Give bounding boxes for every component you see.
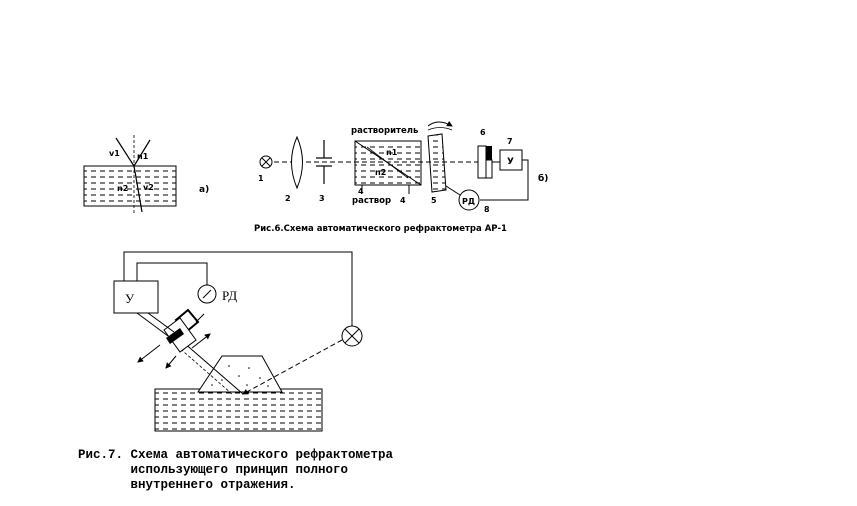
fig7-lamp-icon <box>341 325 363 347</box>
fig6b-refractometer-scheme: растворитель n1 n2 раствор У РД б) 1 2 <box>258 120 548 214</box>
fig7-caption-line: использующего принцип полного <box>78 463 349 477</box>
fig6a-label-v2: v2 <box>143 183 154 192</box>
fig6b-num-5: 5 <box>431 196 437 205</box>
fig7-caption-line: внутреннего отражения. <box>78 478 296 492</box>
fig6b-lens <box>291 135 303 190</box>
fig6b-lamp-icon <box>259 155 273 169</box>
fig7-rotation-arrow-right <box>191 333 211 349</box>
fig6b-motor-circle <box>458 189 480 211</box>
fig7-total-reflection-refractometer: У РД <box>113 251 363 432</box>
fig7-amplifier-box <box>113 280 159 314</box>
fig6b-label-n1: n1 <box>386 148 398 157</box>
fig7-incident-ray <box>242 339 343 395</box>
fig6a-medium-box <box>83 165 177 207</box>
fig7-detector-wires <box>136 312 175 337</box>
fig6a-label-n1: n1 <box>137 152 149 161</box>
fig6b-label-RD: РД <box>462 197 475 206</box>
fig7-caption-line: Рис.7. Схема автоматического рефрактомет… <box>78 448 394 462</box>
fig6b-num-7: 7 <box>507 137 513 146</box>
fig7-prism <box>197 355 283 393</box>
fig7-label-U: У <box>125 291 135 306</box>
fig6b-rotating-plate <box>427 120 453 193</box>
fig7-wiring <box>123 251 353 326</box>
fig6b-label-solvent: растворитель <box>351 126 418 136</box>
fig6b-label-U: У <box>507 157 514 167</box>
fig6b-label-solution: раствор <box>352 196 391 206</box>
fig6b-photodetector <box>477 145 500 179</box>
fig6a-panel-letter: а) <box>199 185 209 195</box>
fig6b-num-1: 1 <box>258 174 264 183</box>
fig7-motor-needle <box>202 289 212 299</box>
fig6a-reflected-ray <box>133 139 151 167</box>
fig6b-panel-letter: б) <box>538 173 548 184</box>
fig6b-num-8: 8 <box>484 205 490 214</box>
fig6a-label-n2: n2 <box>117 184 128 193</box>
fig6b-motor-link <box>445 185 461 196</box>
fig7-detector-holder <box>163 308 205 353</box>
fig6b-num-3: 3 <box>319 194 325 203</box>
fig7-caption: Рис.7. Схема автоматического рефрактомет… <box>78 448 438 493</box>
fig7-reflected-ray-2 <box>175 344 233 395</box>
fig7-reflected-ray <box>182 341 244 395</box>
fig7-rotation-arrow-down <box>165 355 177 369</box>
fig6b-num-4a: 4 <box>358 187 364 196</box>
fig6b-cuvette <box>354 140 422 194</box>
fig6a-label-v1: v1 <box>109 149 120 158</box>
fig6b-num-4b: 4 <box>400 196 406 205</box>
fig6b-label-n2: n2 <box>375 168 386 177</box>
fig7-liquid-tank <box>154 388 323 432</box>
fig6b-num-2: 2 <box>285 194 291 203</box>
fig6b-slit <box>316 140 332 184</box>
fig6-caption: Рис.6.Схема автоматического рефрактометр… <box>254 224 507 234</box>
fig6a-refraction-diagram: n1 n2 v1 v2 а) <box>83 135 209 215</box>
fig6a-incident-ray <box>115 137 135 167</box>
fig6a-refracted-ray <box>133 165 143 213</box>
fig6b-wire-amp-motor <box>480 159 529 201</box>
fig7-label-RD: РД <box>222 288 237 303</box>
fig7-rotation-arrow-left <box>137 344 161 363</box>
fig6b-num-6: 6 <box>480 128 486 137</box>
